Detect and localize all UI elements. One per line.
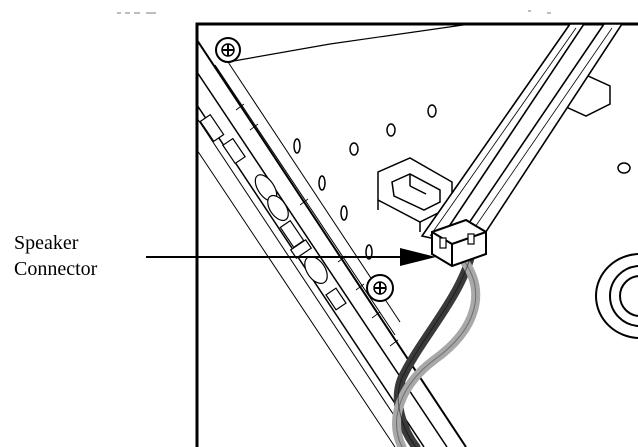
- board-pins: [293, 104, 631, 260]
- wire-light: [392, 253, 481, 447]
- circuit-board-edge: [227, 24, 471, 63]
- scan-artifacts: [117, 10, 551, 14]
- chassis-rail: [197, 39, 467, 447]
- callout-arrow: [146, 248, 436, 266]
- callout-label-line-1: Speaker: [14, 232, 79, 254]
- speaker-connector: [431, 218, 487, 268]
- mounting-screw-top: [215, 37, 241, 63]
- callout-label-line-2: Connector: [14, 258, 98, 280]
- enclosure-frame: [195, 22, 638, 447]
- mounting-screw-bottom: [366, 274, 394, 302]
- rail-details: [199, 113, 347, 311]
- speaker-knob: [595, 253, 638, 339]
- tweezers: [420, 24, 623, 251]
- rail-hatching: [235, 103, 399, 347]
- header-block: [377, 157, 453, 232]
- speaker-wires: [392, 253, 481, 447]
- wire-dark: [393, 253, 475, 447]
